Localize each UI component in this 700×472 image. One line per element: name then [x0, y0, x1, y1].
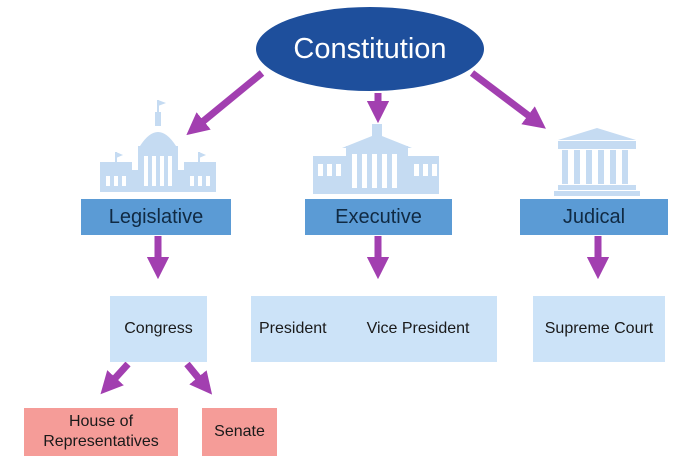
constitution-ellipse: [256, 7, 484, 91]
connector-arrows: [100, 70, 610, 395]
court-icon: [554, 128, 640, 196]
arrow-root-to-judicial: [469, 70, 546, 129]
president-label: President: [259, 320, 327, 337]
constitution-title: Constitution: [293, 32, 447, 65]
white-house-icon: [313, 124, 439, 194]
senate-box: Senate: [202, 408, 277, 456]
arrow-congress-to-house: [100, 361, 131, 395]
legislative-box: Legislative: [81, 199, 231, 235]
president-vice-president-box: President Vice President: [251, 296, 497, 362]
arrow-congress-to-senate: [184, 361, 213, 395]
judicial-box: Judical: [520, 199, 668, 235]
congress-box: Congress: [110, 296, 207, 362]
capitol-icon: [100, 100, 216, 192]
arrow-root-to-legislative: [186, 70, 265, 136]
supreme-court-box: Supreme Court: [533, 296, 665, 362]
house-of-representatives-box: House of Representatives: [24, 408, 178, 456]
vice-president-label: Vice President: [366, 320, 470, 337]
executive-box: Executive: [305, 199, 452, 235]
